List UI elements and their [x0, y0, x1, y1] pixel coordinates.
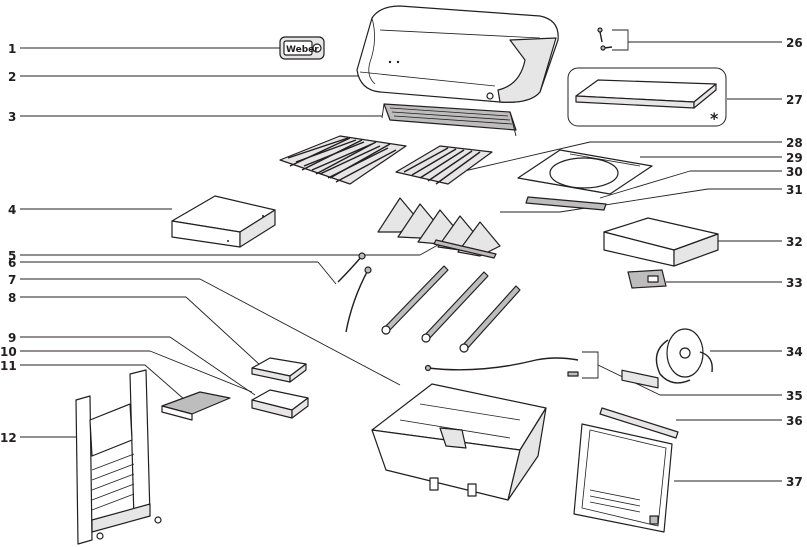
callout-31: 31 — [500, 183, 803, 213]
callout-26: 26 — [612, 29, 803, 51]
label-36: 36 — [786, 414, 803, 428]
cooking-grate-right-part — [395, 145, 493, 185]
side-box-part — [171, 195, 276, 248]
callout-8: 8 — [8, 291, 261, 366]
callout-36: 36 — [676, 414, 803, 428]
callout-4: 4 — [8, 203, 172, 217]
callout-2: 2 — [8, 70, 365, 84]
asterisk-mark: * — [710, 109, 719, 128]
control-box-part — [603, 217, 719, 389]
burner-tubes-part — [381, 265, 521, 353]
label-1: 1 — [8, 42, 16, 56]
label-8: 8 — [8, 291, 16, 305]
callout-28: 28 — [459, 136, 803, 173]
module-part — [627, 269, 667, 289]
small-bar-part — [525, 196, 607, 211]
label-7: 7 — [8, 273, 16, 287]
label-5: 5 — [8, 249, 16, 263]
callout-27: 27 — [727, 93, 803, 107]
label-28: 28 — [786, 136, 803, 150]
label-26: 26 — [786, 36, 803, 50]
callout-30: 30 — [599, 165, 803, 199]
front-bar-part — [599, 407, 679, 439]
callout-10: 10 — [0, 345, 253, 393]
label-6: 6 — [8, 256, 16, 270]
label-33: 33 — [786, 276, 803, 290]
label-34: 34 — [786, 345, 803, 359]
label-4: 4 — [8, 203, 16, 217]
callout-29: 29 — [640, 151, 803, 165]
callout-32: 32 — [712, 235, 803, 249]
igniter-wires-part — [337, 252, 372, 333]
label-29: 29 — [786, 151, 803, 165]
logo-text: Weber — [286, 45, 319, 55]
label-27: 27 — [786, 93, 803, 107]
callout-33: 33 — [666, 276, 803, 290]
label-32: 32 — [786, 235, 803, 249]
label-12: 12 — [0, 431, 17, 445]
catch-pan-upper-part — [251, 357, 307, 383]
callout-35: 35 — [582, 351, 803, 403]
label-10: 10 — [0, 345, 17, 359]
callout-7: 7 — [8, 273, 401, 386]
cooking-grate-left-part — [279, 135, 407, 185]
pan-holder-part — [161, 391, 231, 421]
callout-37: 37 — [674, 475, 803, 489]
flavorizer-bars-part — [377, 197, 501, 257]
callout-6: 6 — [8, 256, 337, 285]
callout-1: 1 — [8, 42, 280, 56]
lid-part — [356, 5, 559, 103]
igniter-wire-part — [424, 357, 579, 377]
cookbox-part — [371, 383, 547, 501]
logo-badge-part: Weber — [279, 36, 325, 60]
callout-34: 34 — [710, 345, 803, 359]
griddle-part: * — [567, 67, 727, 128]
label-3: 3 — [8, 110, 16, 124]
catch-pan-lower-part — [251, 389, 309, 419]
callout-9: 9 — [8, 331, 256, 396]
label-37: 37 — [786, 475, 803, 489]
label-2: 2 — [8, 70, 16, 84]
label-11: 11 — [0, 359, 17, 373]
callout-12: 12 — [0, 431, 80, 445]
screws-part — [597, 27, 613, 51]
crossover-tube-part — [433, 239, 497, 259]
front-panel-part — [573, 423, 673, 533]
label-31: 31 — [786, 183, 803, 197]
label-35: 35 — [786, 389, 803, 403]
hose-reel-part — [655, 328, 713, 384]
label-30: 30 — [786, 165, 803, 179]
warming-rack-part — [381, 103, 517, 137]
cart-frame-part — [75, 369, 162, 545]
callout-11: 11 — [0, 359, 186, 401]
insert-frame-part — [517, 149, 653, 195]
callout-3: 3 — [8, 110, 382, 124]
label-9: 9 — [8, 331, 16, 345]
